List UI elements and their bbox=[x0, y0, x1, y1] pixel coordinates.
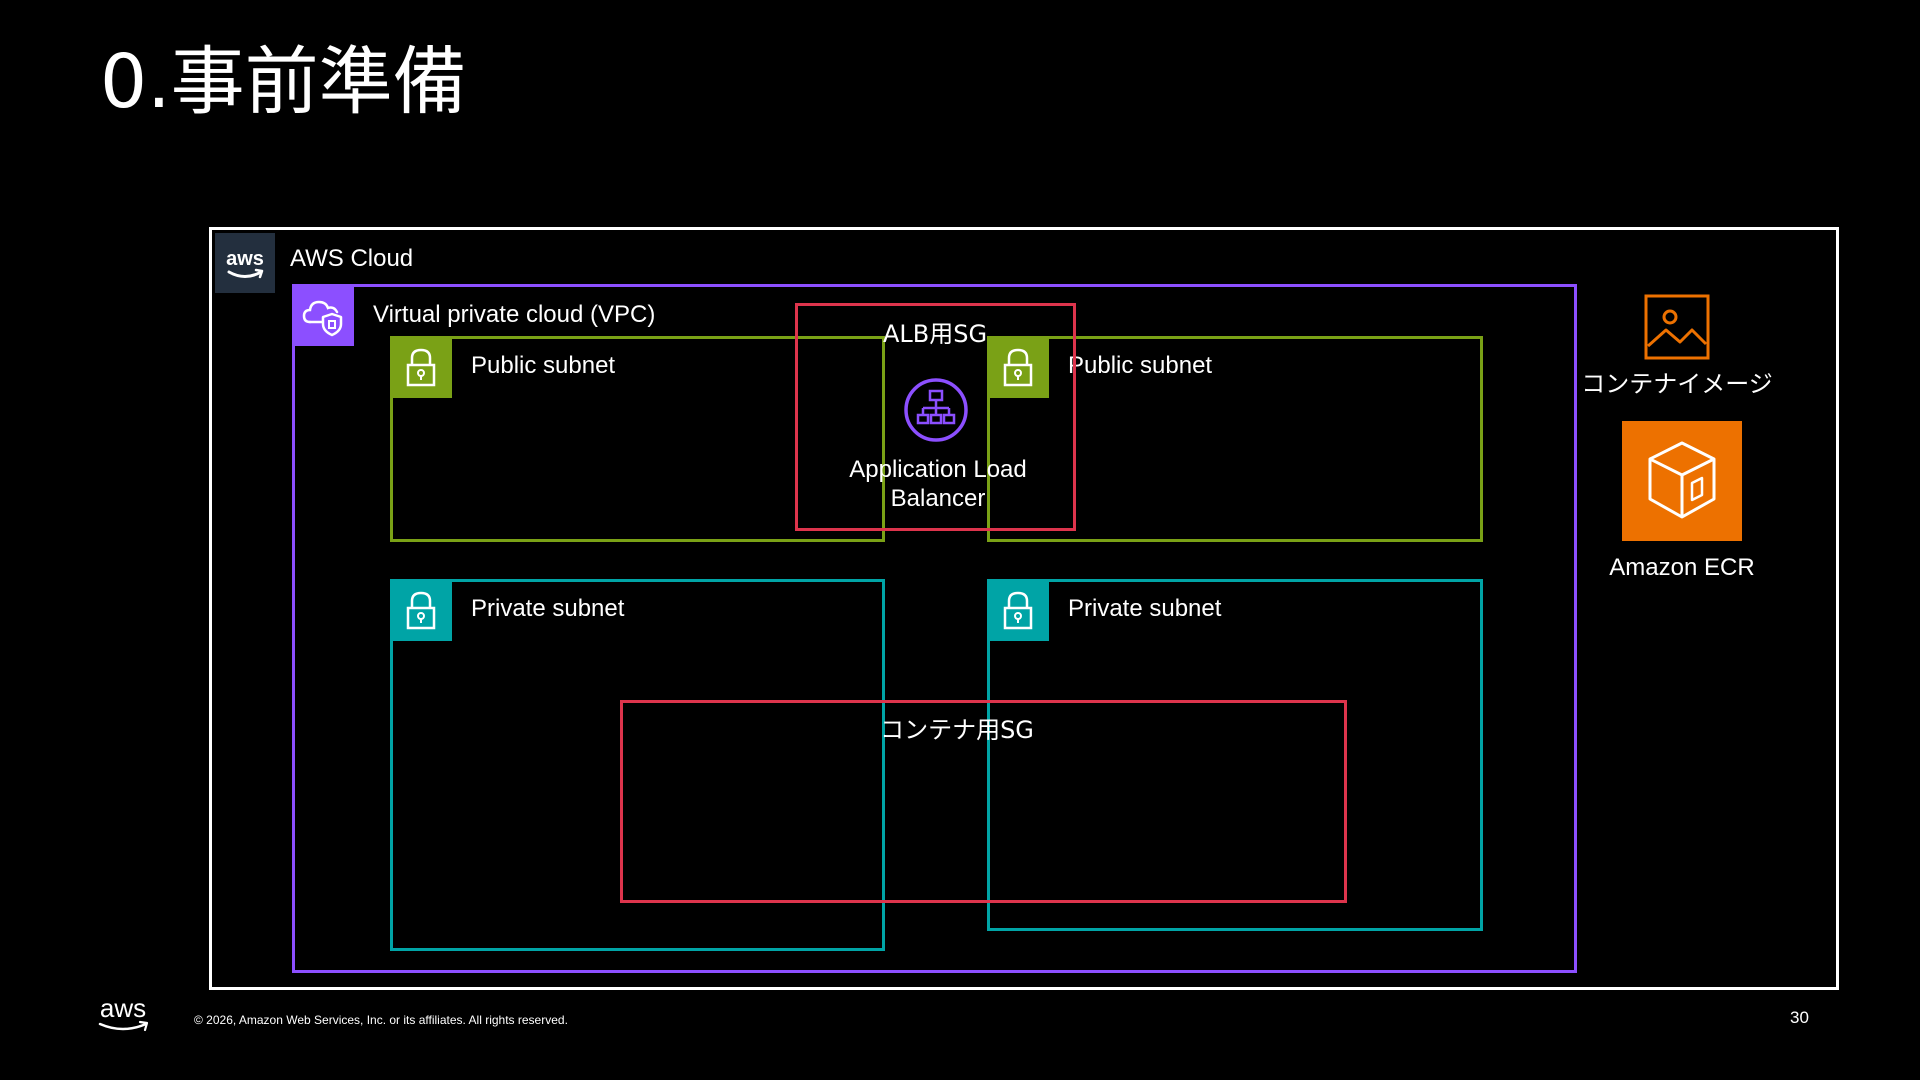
lock-icon bbox=[390, 336, 452, 398]
vpc-cloud-icon bbox=[292, 284, 354, 346]
alb-label-line1: Application Load bbox=[849, 456, 1027, 483]
image-icon bbox=[1644, 294, 1710, 360]
vpc-label: Virtual private cloud (VPC) bbox=[373, 301, 656, 328]
public-subnet-right-label: Public subnet bbox=[1068, 352, 1213, 379]
aws-cloud-group bbox=[209, 227, 1839, 990]
aws-logo-icon: aws bbox=[215, 233, 275, 293]
vpc-group bbox=[292, 284, 1577, 973]
load-balancer-icon bbox=[903, 377, 969, 443]
lock-icon bbox=[987, 336, 1049, 398]
aws-footer-logo-text: aws bbox=[100, 994, 146, 1023]
public-subnet-left-label: Public subnet bbox=[471, 352, 616, 379]
aws-cloud-label: AWS Cloud bbox=[290, 245, 414, 272]
lock-icon bbox=[987, 579, 1049, 641]
slide-title: 0.事前準備 bbox=[100, 39, 467, 125]
alb-sg-label: ALB用SG bbox=[882, 320, 988, 348]
private-subnet-left-label: Private subnet bbox=[471, 595, 625, 622]
container-image-label: コンテナイメージ bbox=[1581, 370, 1773, 398]
private-subnet-right-label: Private subnet bbox=[1068, 595, 1222, 622]
private-subnet-left bbox=[390, 579, 885, 951]
container-sg-label: コンテナ用SG bbox=[880, 716, 1034, 744]
public-subnet-right bbox=[987, 336, 1483, 542]
page-number: 30 bbox=[1790, 1008, 1809, 1027]
private-subnet-right bbox=[987, 579, 1483, 931]
footer-copyright: © 2026, Amazon Web Services, Inc. or its… bbox=[194, 1013, 568, 1027]
aws-badge-text: aws bbox=[226, 248, 264, 270]
alb-label-line2: Balancer bbox=[890, 485, 986, 512]
aws-footer-logo: aws bbox=[92, 993, 154, 1036]
lock-icon bbox=[390, 579, 452, 641]
container-security-group bbox=[620, 700, 1347, 903]
alb-security-group bbox=[795, 303, 1076, 531]
ecr-label: Amazon ECR bbox=[1609, 554, 1755, 581]
ecr-icon bbox=[1622, 421, 1742, 541]
public-subnet-left bbox=[390, 336, 885, 542]
